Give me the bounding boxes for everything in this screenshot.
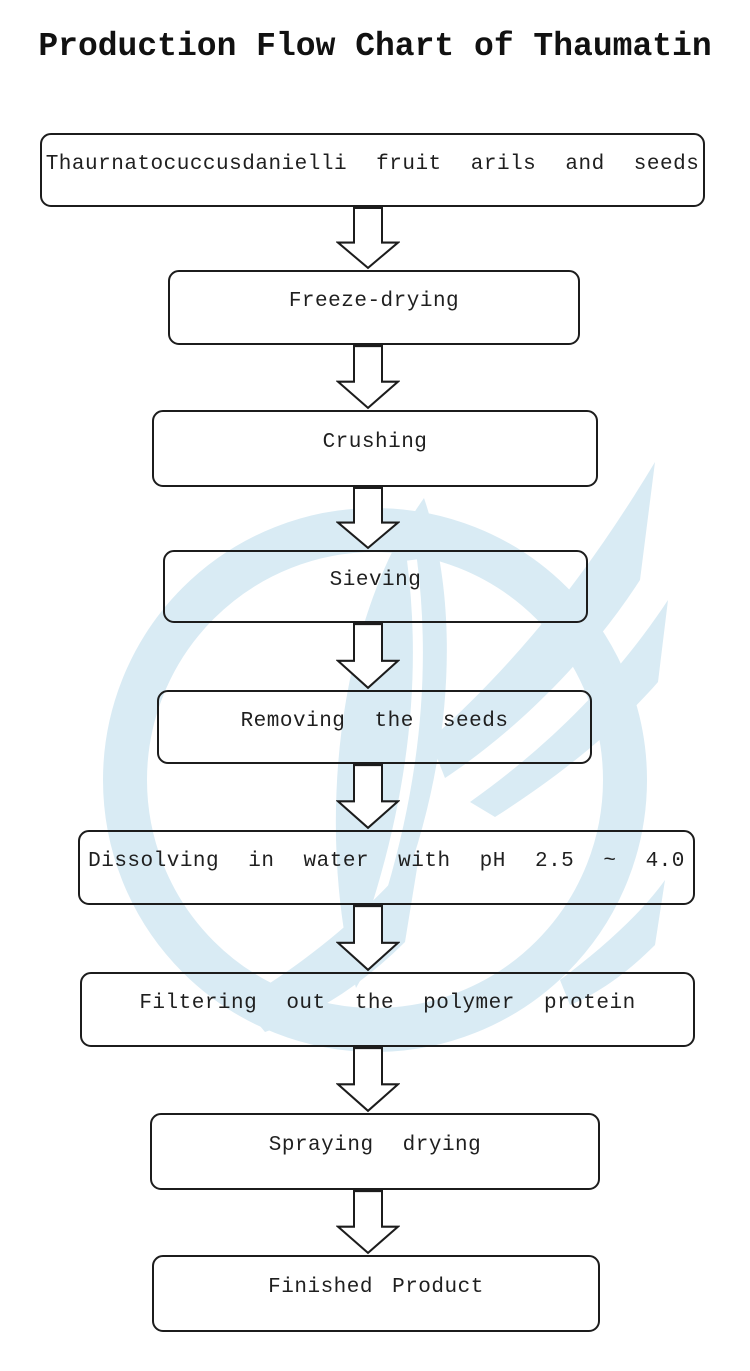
page-title: Production Flow Chart of Thaumatin — [38, 28, 712, 65]
down-arrow-icon — [336, 905, 400, 972]
down-arrow-icon — [336, 345, 400, 410]
step-spray-drying: Spraying drying — [150, 1113, 600, 1190]
step-finished-product: Finished Product — [152, 1255, 600, 1332]
down-arrow-icon — [336, 1047, 400, 1113]
down-arrow-icon — [336, 487, 400, 550]
down-arrow-icon — [336, 207, 400, 270]
step-crushing: Crushing — [152, 410, 598, 487]
step-sieving: Sieving — [163, 550, 588, 623]
down-arrow-icon — [336, 1190, 400, 1255]
down-arrow-icon — [336, 764, 400, 830]
step-removing-seeds: Removing the seeds — [157, 690, 592, 764]
step-freeze-drying: Freeze-drying — [168, 270, 580, 345]
step-dissolving-in-water: Dissolving in water with pH 2.5 ~ 4.0 — [78, 830, 695, 905]
down-arrow-icon — [336, 623, 400, 690]
step-source-material: Thaurnatocuccusdanielli fruit arils and … — [40, 133, 705, 207]
step-filtering-polymer-protein: Filtering out the polymer protein — [80, 972, 695, 1047]
